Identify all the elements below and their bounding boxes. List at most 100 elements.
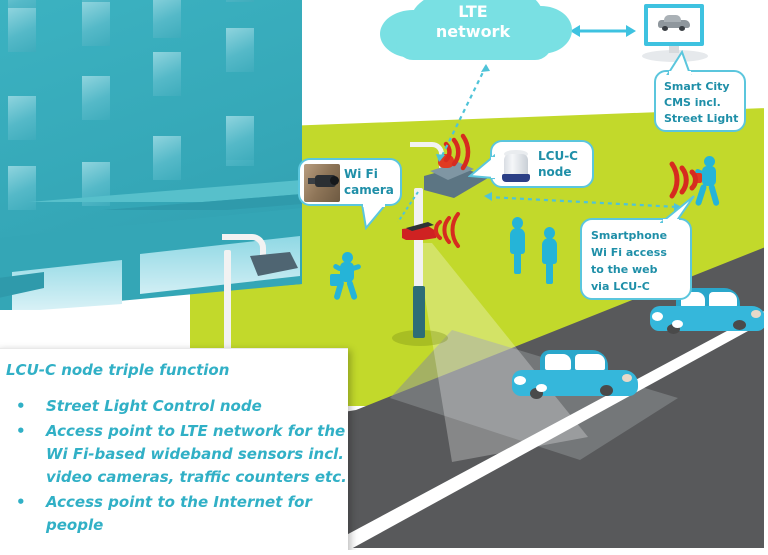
info-box-list: Street Light Control node Access point t… [0,395,358,539]
pole-lower-shaft [413,286,425,338]
wifi-signal-icon [434,208,478,252]
device-body-icon [504,154,528,176]
page-frame-right [764,0,768,555]
pedestrian-with-smartphone [694,156,726,212]
building-window [226,116,254,160]
pedestrian-standing [508,217,528,275]
car-window [709,292,737,307]
pedestrian-torso [542,238,557,264]
callout-tail [360,204,388,230]
car [512,350,642,410]
pedestrian-head [342,252,353,263]
pedestrian-bag [330,274,342,286]
wifi-camera-line2: camera [344,183,394,197]
street-lamp-arm [222,234,266,260]
smart-city-line1: Smart City [664,80,730,93]
pedestrian-standing [540,227,560,285]
smartphone-line2: Wi Fi access [591,246,667,259]
pedestrian-legs [546,262,553,284]
callout-smart-city-cms[interactable]: Smart City CMS incl. Street Light [654,50,746,132]
car-wheel [733,320,746,330]
lcu-c-street-pole [392,188,478,358]
building-window [8,8,36,52]
cloud-puff [396,26,552,60]
wifi-camera-line1: Wi Fi [344,167,378,181]
car-window [575,354,605,370]
link-camera-to-node [392,188,426,228]
pedestrian-head [704,156,715,167]
pedestrian-leg [346,279,358,301]
car [650,288,768,344]
street-lamp-pole [224,250,231,360]
cms-monitor [636,4,718,62]
building-window [8,96,36,140]
page-frame-bottom [0,550,768,555]
pedestrian-torso [702,166,716,186]
callout-wifi-camera[interactable]: Wi Fi camera [298,158,402,230]
camera-mount-icon [308,178,317,184]
pedestrian-torso [510,228,525,254]
info-box-heading: LCU-C node triple function [6,361,230,379]
monitor-car-image [654,14,694,32]
building-window [82,2,110,46]
lcu-c-device-red [402,220,438,244]
camera-photo [304,164,340,202]
wifi-signal-icon [658,154,706,204]
pedestrian-head [544,227,555,239]
car-headlight [672,320,683,328]
car-wheel [530,388,543,399]
info-box-bullet: Access point to the Internet for people [16,491,358,537]
smartphone-line3: to the web [591,263,658,276]
monitor-neck [669,44,679,53]
callout-wifi-camera-text: Wi Fi camera [344,166,400,198]
building-window [226,0,254,2]
car-taillight [751,310,761,318]
building-window [226,28,254,72]
smartphone-icon [694,173,702,183]
pedestrian-head [512,217,523,229]
info-box-bullet: Street Light Control node [16,395,358,418]
car-headlight [652,312,663,321]
callout-lcu-c-text: LCU-C node [538,148,592,180]
building-window [153,52,181,96]
office-building [0,0,320,359]
lcu-node-line2: node [538,165,572,179]
car-taillight [622,374,632,382]
info-box: LCU-C node triple function Street Light … [0,348,348,555]
car-headlight [514,376,526,385]
smart-city-line2: CMS incl. [664,96,721,109]
pole-ground-shadow [392,330,448,346]
car-window [545,354,571,370]
car-headlight [536,384,547,392]
street-lamp [208,228,298,360]
pedestrian-with-bag [330,252,364,306]
monitor-base [642,50,708,62]
link-node-to-smartphone [480,185,686,212]
callout-tail [660,195,695,224]
building-window [153,136,181,180]
building-window [153,0,181,38]
lcu-node-line1: LCU-C [538,149,578,163]
car-wheel [667,324,680,334]
smartphone-line4: via LCU-C [591,280,650,293]
lcu-c-device-top [406,222,434,231]
lcu-c-device-icon [500,148,532,184]
car-wheel [600,385,613,396]
callout-lcu-c-node[interactable]: LCU-C node [468,140,594,188]
building-window [8,166,36,210]
smartphone-line1: Smartphone [591,229,668,242]
building-window [82,76,110,120]
cloud-label-line1: LTE [458,2,488,21]
callout-tail [468,154,496,180]
link-cloud-to-cms [566,21,640,41]
callout-smart-city-text: Smart City CMS incl. Street Light [664,79,746,127]
cloud-label: LTE network [362,2,584,42]
pedestrian-leg [708,183,720,207]
cloud-label-line2: network [435,22,511,41]
callout-tail [666,50,692,76]
lte-network-cloud: LTE network [362,0,584,72]
pedestrian-legs [514,252,521,274]
camera-lens-icon [330,176,339,185]
callout-smartphone-access[interactable]: Smartphone Wi Fi access to the web via L… [580,195,695,300]
